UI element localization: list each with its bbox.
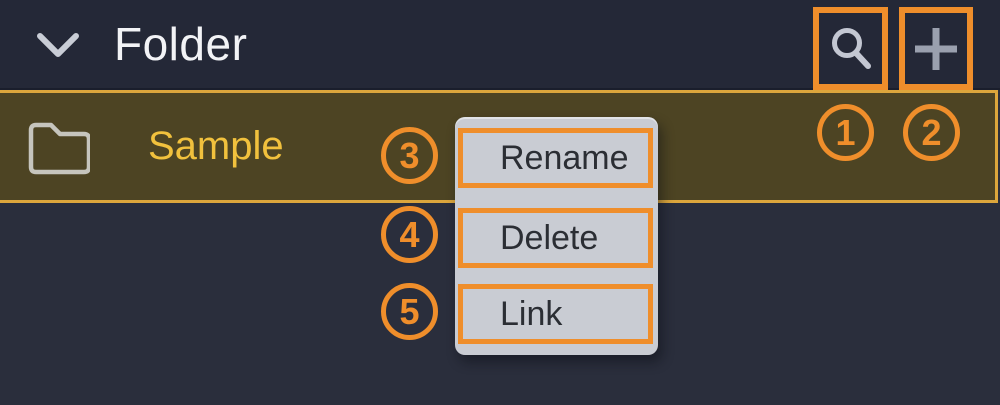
panel-header: Folder: [0, 0, 1000, 90]
collapse-toggle[interactable]: [34, 29, 82, 61]
plus-icon: [915, 27, 957, 70]
folder-icon: [24, 117, 90, 177]
search-button[interactable]: [819, 13, 882, 84]
annotation-circle-2: 2: [903, 104, 960, 161]
annotation-circle-5: 5: [381, 283, 438, 340]
annotation-circle-3: 3: [381, 127, 438, 184]
panel-title: Folder: [114, 18, 248, 70]
annotation-circle-4: 4: [381, 206, 438, 263]
annotation-circle-1: 1: [817, 104, 874, 161]
context-menu: Rename Delete Link: [455, 117, 658, 355]
menu-item-delete[interactable]: Delete: [458, 208, 653, 268]
menu-item-rename[interactable]: Rename: [458, 128, 653, 188]
menu-item-link[interactable]: Link: [458, 284, 653, 344]
menu-item-label: Link: [500, 294, 563, 333]
annotation-box-add: [899, 7, 973, 90]
menu-item-label: Delete: [500, 218, 599, 257]
menu-item-label: Rename: [500, 138, 629, 177]
annotation-box-search: [813, 7, 888, 90]
search-icon: [831, 27, 871, 69]
chevron-down-icon: [37, 33, 79, 57]
folder-name: Sample: [148, 124, 284, 168]
add-button[interactable]: [905, 13, 967, 84]
